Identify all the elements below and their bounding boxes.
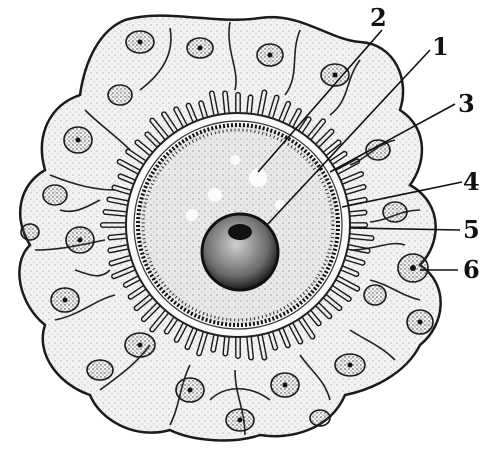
callout-label-3: 3 [458, 89, 475, 118]
callout-label-4: 4 [463, 167, 480, 196]
callout-label-2: 2 [370, 3, 387, 32]
callout-label-1: 1 [432, 32, 449, 61]
callout-label-6: 6 [463, 255, 480, 284]
nucleolus [228, 224, 252, 240]
callout-label-5: 5 [463, 215, 480, 244]
